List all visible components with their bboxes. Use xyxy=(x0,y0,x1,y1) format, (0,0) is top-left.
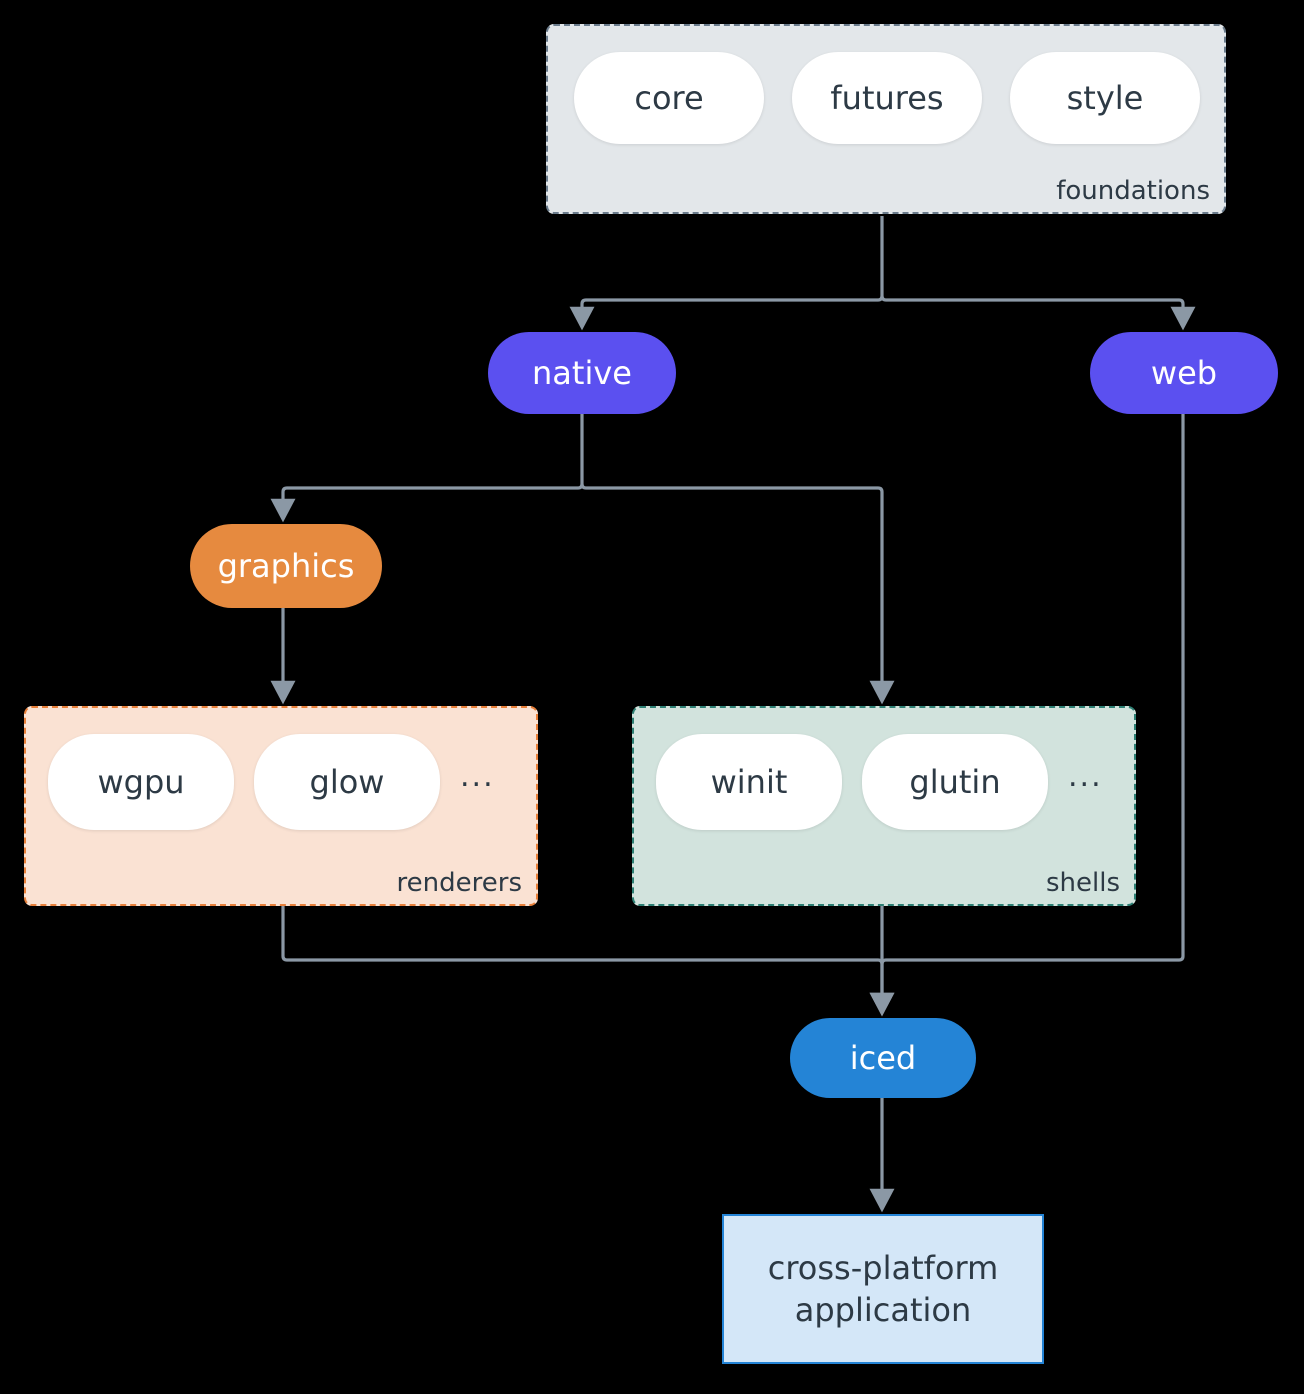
node-graphics[interactable]: graphics xyxy=(190,524,382,608)
terminal-line-1: cross-platform xyxy=(767,1248,999,1287)
group-label-renderers: renderers xyxy=(396,868,522,898)
terminal-line-2: application xyxy=(794,1291,972,1329)
chip-style[interactable]: style xyxy=(1010,52,1200,144)
node-web[interactable]: web xyxy=(1090,332,1278,414)
shells-items: winit glutin ... xyxy=(656,734,1103,830)
edge-renderers-iced xyxy=(281,906,895,1017)
group-shells: winit glutin ... shells xyxy=(632,706,1136,906)
group-label-shells: shells xyxy=(1045,868,1120,898)
group-renderers: wgpu glow ... renderers xyxy=(24,706,538,906)
chip-wgpu[interactable]: wgpu xyxy=(48,734,234,830)
chip-winit[interactable]: winit xyxy=(656,734,842,830)
node-native[interactable]: native xyxy=(488,332,676,414)
edge-native-graphics xyxy=(270,414,584,523)
chip-glutin[interactable]: glutin xyxy=(862,734,1048,830)
edge-foundations-web xyxy=(880,295,1196,331)
shells-more-ellipsis: ... xyxy=(1068,759,1103,794)
group-label-foundations: foundations xyxy=(1056,176,1210,206)
renderers-more-ellipsis: ... xyxy=(460,759,495,794)
edge-foundations-native xyxy=(569,216,884,331)
node-iced[interactable]: iced xyxy=(790,1018,976,1098)
renderers-items: wgpu glow ... xyxy=(48,734,495,830)
edge-native-shells xyxy=(580,483,895,705)
group-foundations: core futures style foundations xyxy=(546,24,1226,214)
foundations-items: core futures style xyxy=(574,52,1200,144)
node-cross-platform-application[interactable]: cross-platform application xyxy=(722,1214,1044,1364)
chip-core[interactable]: core xyxy=(574,52,764,144)
chip-futures[interactable]: futures xyxy=(792,52,982,144)
chip-glow[interactable]: glow xyxy=(254,734,440,830)
